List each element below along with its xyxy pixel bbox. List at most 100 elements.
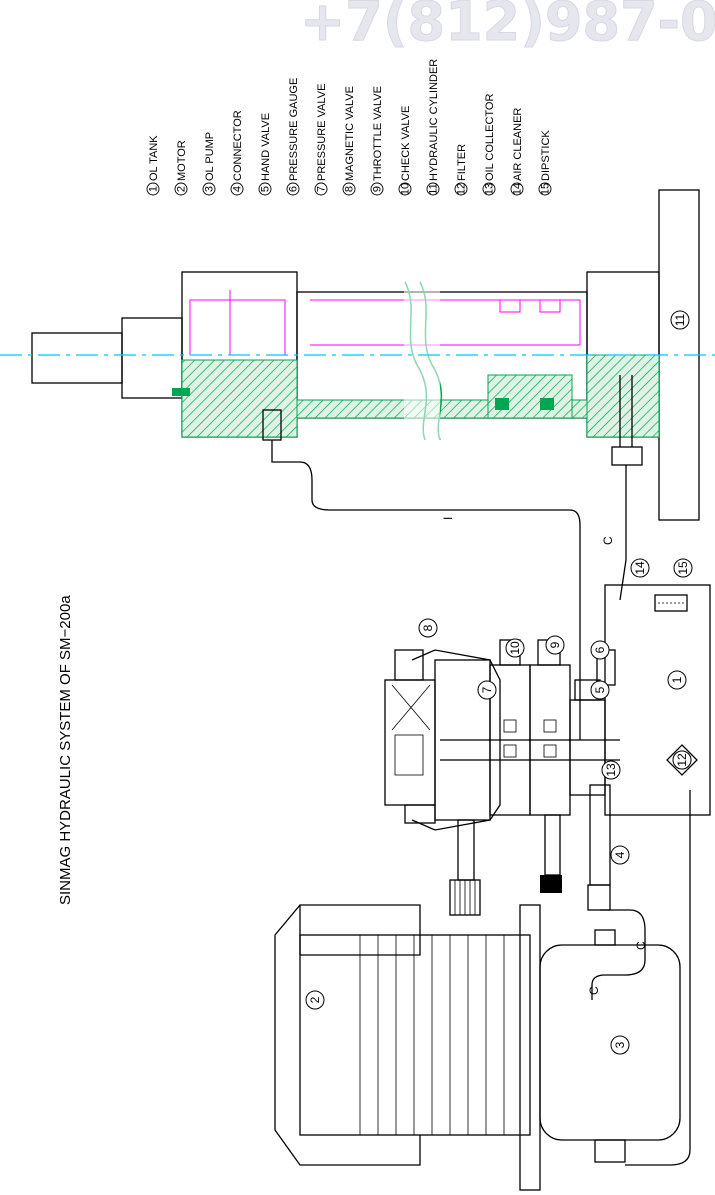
legend-number-circle xyxy=(286,182,300,196)
callout-number: 7 xyxy=(480,686,494,693)
callout-circle xyxy=(477,680,497,700)
callout-circle xyxy=(610,1035,630,1055)
callout-number: 6 xyxy=(593,646,607,653)
callout-number: 1 xyxy=(670,676,684,683)
legend-number: 12 xyxy=(456,183,468,195)
legend-number: 6 xyxy=(288,186,300,192)
legend-number-circle xyxy=(258,182,272,196)
callout-12: 12 xyxy=(672,750,692,770)
legend-label: DIPSTICK xyxy=(540,130,552,181)
legend-label: CHECK VALVE xyxy=(400,106,412,181)
legend-item-7: 7 PRESSURE VALVE xyxy=(314,84,328,196)
hydraulic-pipes xyxy=(271,440,691,1166)
legend-label: OL PUMP xyxy=(204,132,216,181)
callout-circle xyxy=(545,635,565,655)
valve-stack xyxy=(384,639,620,916)
legend-item-6: 6 PRESSURE GAUGE xyxy=(286,78,300,196)
legend-label: THROTTLE VALVE xyxy=(372,86,384,181)
legend-item-5: 5 HAND VALVE xyxy=(258,113,272,196)
legend-item-8: 8 MAGNETIC VALVE xyxy=(342,86,356,196)
callout-number: 14 xyxy=(633,561,647,575)
watermark-text: +7(812)987-0 xyxy=(300,0,715,53)
pipe-letter-b: C xyxy=(634,941,648,950)
callout-number: 15 xyxy=(676,561,690,575)
legend-number: 4 xyxy=(232,186,244,192)
callout-circle xyxy=(601,760,621,780)
legend-number: 7 xyxy=(316,186,328,192)
pipe-letter-a: C xyxy=(601,536,615,545)
callout-number: 13 xyxy=(604,763,618,777)
callout-circle xyxy=(670,310,690,330)
motor xyxy=(274,904,541,1191)
callout-number: 11 xyxy=(673,313,687,326)
callout-circle xyxy=(673,558,693,578)
legend-item-2: 2 MOTOR xyxy=(174,140,188,196)
callout-15: 15 xyxy=(673,558,693,578)
callout-3: 3 xyxy=(610,1035,630,1055)
callout-circle xyxy=(418,618,438,638)
legend-item-11: 11 HYDRAULIC CYLINDER xyxy=(426,59,440,196)
legend-number-circle xyxy=(370,182,384,196)
callout-14: 14 xyxy=(630,558,650,578)
legend-number-circle xyxy=(342,182,356,196)
legend-label: MOTOR xyxy=(176,140,188,181)
legend-label: HAND VALVE xyxy=(260,113,272,181)
callout-4: 4 xyxy=(610,845,630,865)
legend-number-circle xyxy=(174,182,188,196)
legend-number-circle xyxy=(454,182,468,196)
legend-label: HYDRAULIC CYLINDER xyxy=(428,59,440,181)
callout-2: 2 xyxy=(305,990,325,1010)
legend-item-1: 1OL TANK xyxy=(146,135,160,196)
legend-number: 3 xyxy=(204,186,216,192)
pipe-letter-c: C xyxy=(587,986,601,995)
callout-circle xyxy=(667,670,687,690)
legend-number-circle xyxy=(230,182,244,196)
callout-circle xyxy=(610,845,630,865)
callout-8: 8 xyxy=(418,618,438,638)
callout-circle xyxy=(590,640,610,660)
legend-number-circle xyxy=(482,182,496,196)
callout-circle xyxy=(305,990,325,1010)
callout-9: 9 xyxy=(545,635,565,655)
legend-item-12: 12 FILTER xyxy=(454,144,468,196)
callout-number: 5 xyxy=(593,686,607,693)
legend-number: 8 xyxy=(344,186,356,192)
legend-number: 2 xyxy=(176,186,188,192)
legend-number: 10 xyxy=(400,183,412,195)
legend-label: CONNECTOR xyxy=(232,110,244,181)
callout-number: 10 xyxy=(508,641,522,655)
legend-number-circle xyxy=(426,182,440,196)
callout-circle xyxy=(630,558,650,578)
legend-number-circle xyxy=(398,182,412,196)
callout-11: 11 xyxy=(670,310,690,330)
legend-label: PRESSURE GAUGE xyxy=(288,78,300,181)
callout-number: 2 xyxy=(308,996,322,1003)
component-legend: 1OL TANK 2 MOTOR 3 OL PUMP 4 CONNECTOR 5 HAND VA… xyxy=(146,59,552,196)
callout-6: 6 xyxy=(590,640,610,660)
legend-number-circle xyxy=(538,182,552,196)
legend-number-circle xyxy=(146,182,160,196)
callout-7: 7 xyxy=(477,680,497,700)
callout-number: 3 xyxy=(613,1041,627,1048)
diagram-title: SINMAG HYDRAULIC SYSTEM OF SM−200a xyxy=(57,595,74,905)
pipe-letter-d: I xyxy=(441,517,455,520)
legend-number: 9 xyxy=(372,186,384,192)
legend-number: 13 xyxy=(484,183,496,195)
legend-item-4: 4 CONNECTOR xyxy=(230,110,244,196)
legend-item-9: 9 THROTTLE VALVE xyxy=(370,86,384,196)
legend-label: OL TANK xyxy=(148,135,160,181)
oil-pump xyxy=(539,929,681,1163)
legend-label: MAGNETIC VALVE xyxy=(344,86,356,181)
legend-number: 5 xyxy=(260,186,272,192)
callout-10: 10 xyxy=(505,638,525,658)
legend-number: 11 xyxy=(428,183,440,194)
callout-number: 9 xyxy=(548,641,562,648)
legend-label: PRESSURE VALVE xyxy=(316,84,328,181)
callout-circle xyxy=(672,750,692,770)
legend-label: FILTER xyxy=(456,144,468,181)
